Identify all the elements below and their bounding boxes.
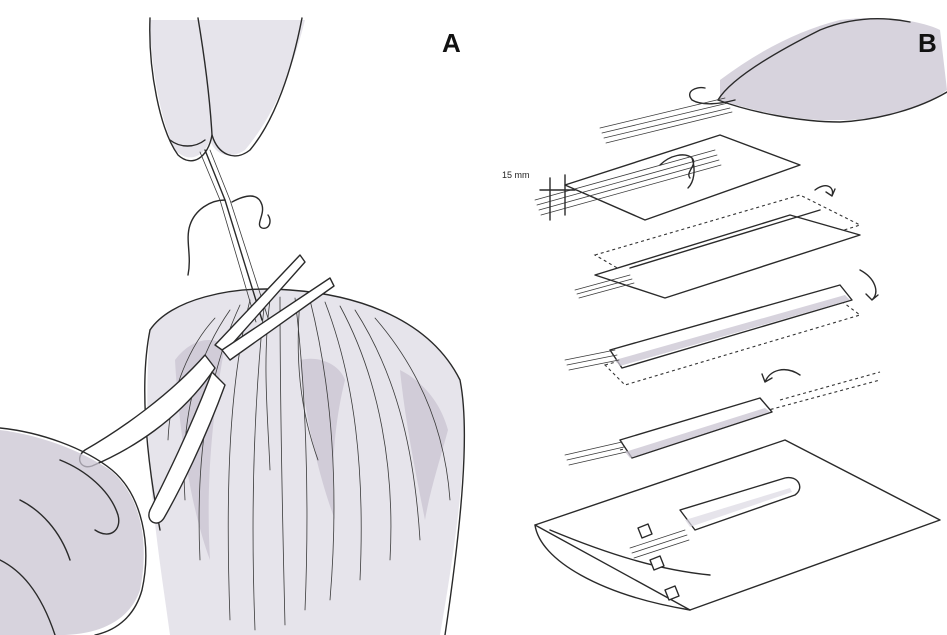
step-6-envelope [535, 440, 940, 610]
folded-paper-3 [595, 215, 860, 298]
step-2-hair-on-paper: 15 mm [502, 135, 800, 220]
hand-shading [0, 430, 144, 635]
panel-a-hair-cutting [0, 0, 480, 635]
step-1-hand-holding-hair [600, 18, 947, 143]
step-4-rolled-strip [565, 270, 878, 385]
tie-thread [188, 196, 270, 275]
panel-label-b: B [918, 28, 937, 59]
envelope-body [535, 440, 940, 610]
strip-shade-4 [615, 295, 850, 366]
step-5-folded-strip [565, 370, 880, 465]
hair-cutting-illustration [0, 0, 480, 635]
fold-arrow-4 [860, 270, 878, 300]
panel-b-sample-wrapping: 15 mm [480, 0, 947, 635]
fingers-shading [150, 20, 305, 157]
measurement-label: 15 mm [502, 170, 530, 180]
panel-label-a: A [442, 28, 461, 59]
fold-arrow-3 [815, 186, 835, 196]
paper-sheet-2 [565, 135, 800, 220]
hair-strands-b5 [565, 442, 626, 465]
hand-shading-b [720, 18, 947, 120]
hair-strands-b4 [565, 350, 619, 370]
fold-arrow-5 [762, 370, 800, 382]
wrapping-steps-illustration: 15 mm [480, 0, 947, 635]
hair-strands-b1 [600, 98, 732, 143]
